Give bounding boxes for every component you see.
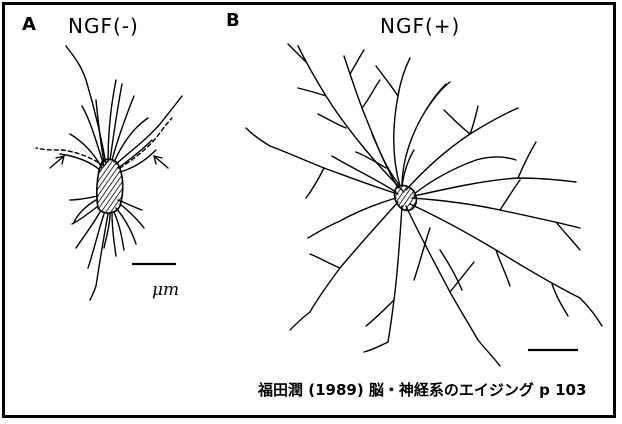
neuron-a-dashed-neurite-left xyxy=(36,148,104,166)
neuron-b-neurites xyxy=(246,44,602,366)
neuron-a-arrow-right xyxy=(154,156,168,168)
neuron-a-soma xyxy=(97,159,123,213)
neuron-a xyxy=(36,46,182,300)
neuron-a-arrow-left xyxy=(50,156,64,168)
neuron-b xyxy=(246,44,602,366)
neuron-b-soma xyxy=(394,186,416,211)
